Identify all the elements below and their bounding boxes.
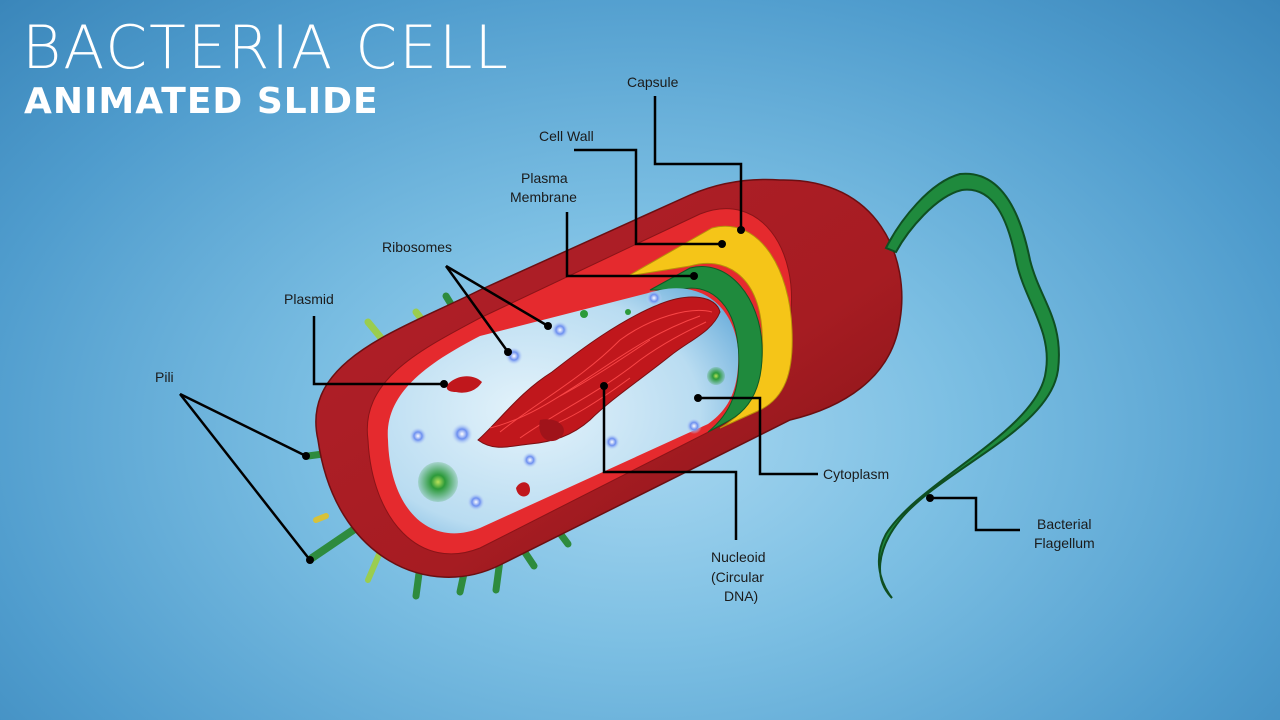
ribosome xyxy=(451,423,473,445)
leader-dot xyxy=(544,322,552,330)
leader-plasmid xyxy=(312,316,444,386)
granule xyxy=(580,310,588,318)
label-pili: Pili xyxy=(155,369,174,385)
slide-subtitle: ANIMATED SLIDE xyxy=(24,81,379,122)
leader-pili-a xyxy=(179,392,307,458)
ribosome xyxy=(604,434,620,450)
leader-plasma-membrane xyxy=(565,212,694,278)
pilus xyxy=(313,513,329,523)
labels: Capsule Cell Wall Plasma Membrane Riboso… xyxy=(155,74,1095,604)
leader-cytoplasm xyxy=(698,396,818,476)
leader-dot xyxy=(694,394,702,402)
leader-dot xyxy=(440,380,448,388)
label-cell-wall: Cell Wall xyxy=(539,128,594,144)
label-flagellum-line2: Flagellum xyxy=(1034,535,1095,551)
label-plasmid: Plasmid xyxy=(284,291,334,307)
plasmid xyxy=(446,376,482,393)
leader-ribosomes-b xyxy=(444,265,510,353)
ribosome xyxy=(646,290,662,306)
leader-dot xyxy=(504,348,512,356)
leader-dot xyxy=(718,240,726,248)
granule xyxy=(625,309,631,315)
leader-dot xyxy=(306,556,314,564)
label-plasma-membrane-line1: Plasma xyxy=(521,170,568,186)
pilus xyxy=(365,549,383,583)
granule xyxy=(418,462,458,502)
leader-dot xyxy=(737,226,745,234)
ribosome xyxy=(467,493,485,511)
label-plasma-membrane-line2: Membrane xyxy=(510,189,577,205)
ribosome xyxy=(522,452,538,468)
plasmid xyxy=(516,482,530,497)
nucleoid xyxy=(477,296,721,448)
ribosomes xyxy=(409,290,702,511)
leader-flagellum xyxy=(930,496,1020,532)
leader-cell-wall xyxy=(574,148,722,246)
ribosome xyxy=(551,321,569,339)
leader-capsule xyxy=(653,96,743,230)
leader-nucleoid xyxy=(602,386,738,540)
leader-dot xyxy=(600,382,608,390)
leader-ribosomes-a xyxy=(445,264,549,328)
label-nucleoid-line1: Nucleoid xyxy=(711,549,765,565)
leader-lines xyxy=(179,96,1020,564)
leader-pili-b xyxy=(179,393,311,561)
bacterial-flagellum xyxy=(877,172,1060,599)
ribosome xyxy=(686,418,702,434)
leader-dot xyxy=(926,494,934,502)
label-flagellum-line1: Bacterial xyxy=(1037,516,1091,532)
granule xyxy=(707,367,725,385)
label-nucleoid-line3: DNA) xyxy=(724,588,758,604)
label-capsule: Capsule xyxy=(627,74,679,90)
leader-dot xyxy=(302,452,310,460)
ribosome xyxy=(409,427,427,445)
label-nucleoid-line2: (Circular xyxy=(711,569,764,585)
plasma-membrane xyxy=(649,266,763,433)
leader-dot xyxy=(690,272,698,280)
label-cytoplasm: Cytoplasm xyxy=(823,466,889,482)
slide-title: BACTERIA CELL xyxy=(22,13,510,83)
label-ribosomes: Ribosomes xyxy=(382,239,452,255)
